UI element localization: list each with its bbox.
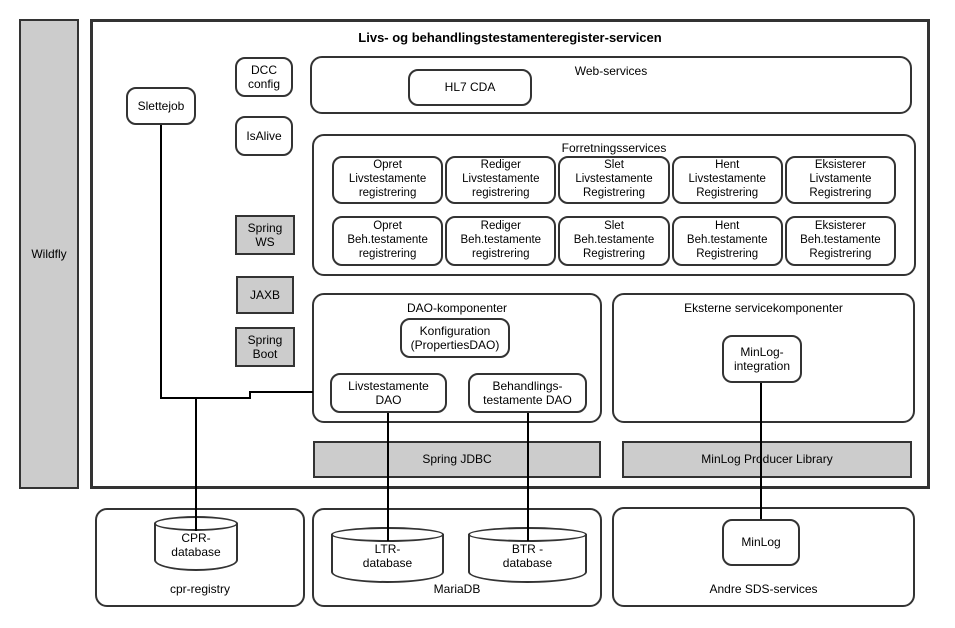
connector-to-cpr-database: [195, 397, 197, 531]
wildfly-container: Wildfly: [19, 19, 79, 489]
isalive-label: IsAlive: [246, 128, 282, 143]
wildfly-label: Wildfly: [31, 246, 67, 261]
diagram-title: Livs- og behandlingstestamenteregister-s…: [358, 30, 662, 45]
cpr-registry-container: cpr-registry CPR- database: [95, 508, 305, 607]
slettejob-box: Slettejob: [126, 87, 196, 125]
web-services-label: Web-services: [574, 64, 648, 78]
spring-ws-label: Spring WS: [247, 220, 283, 249]
slet-behtestamente-box: Slet Beh.testamente Registrering: [558, 216, 670, 266]
spring-jdbc-label: Spring JDBC: [422, 452, 492, 467]
forretningsservices-row2: Opret Beh.testamente registrering Redige…: [332, 216, 897, 266]
forretningsservices-container: Forretningsservices Opret Livstestamente…: [312, 134, 916, 276]
spring-ws-box: Spring WS: [235, 215, 295, 255]
dcc-config-label: DCC config: [247, 62, 281, 91]
minlog-producer-library-bar: MinLog Producer Library: [622, 441, 912, 478]
connector-minlogintegration-to-minlog: [760, 383, 762, 519]
mariadb-container: MariaDB LTR- database BTR - database: [312, 508, 602, 607]
behandlingstestamente-dao-label: Behandlings- testamente DAO: [483, 378, 572, 407]
minlog-label: MinLog: [741, 535, 781, 550]
jaxb-label: JAXB: [249, 287, 280, 302]
hl7-cda-box: HL7 CDA: [408, 69, 532, 106]
rediger-behtestamente-box: Rediger Beh.testamente registrering: [445, 216, 557, 266]
cpr-registry-label: cpr-registry: [169, 582, 230, 596]
btr-database-label: BTR - database: [502, 542, 553, 571]
minlog-integration-box: MinLog- integration: [722, 335, 802, 383]
konfiguration-label: Konfiguration (PropertiesDAO): [410, 323, 500, 352]
connector-slettejob-horizontal: [160, 397, 251, 399]
eksterne-servicekomponenter-label: Eksterne servicekomponenter: [684, 301, 843, 315]
isalive-box: IsAlive: [235, 116, 293, 156]
livstestamente-dao-box: Livstestamente DAO: [330, 373, 447, 413]
minlog-box: MinLog: [722, 519, 800, 566]
cpr-database-label: CPR- database: [171, 531, 221, 560]
slettejob-label: Slettejob: [137, 98, 185, 113]
eksisterer-livstamente-box: Eksisterer Livstamente Registrering: [784, 156, 897, 204]
cpr-database-cylinder: CPR- database: [154, 516, 238, 571]
livstestamente-dao-label: Livstestamente DAO: [348, 378, 429, 407]
opret-livstestamente-box: Opret Livstestamente registrering: [332, 156, 444, 204]
cpr-database-cylinder-body: [154, 523, 238, 571]
minlog-integration-label: MinLog- integration: [733, 344, 791, 373]
hent-behtestamente-box: Hent Beh.testamente Registrering: [671, 216, 783, 266]
spring-jdbc-bar: Spring JDBC: [313, 441, 601, 478]
forretningsservices-label: Forretningsservices: [561, 141, 667, 155]
ltr-database-cylinder-body: [331, 534, 444, 583]
hl7-cda-label: HL7 CDA: [444, 80, 496, 95]
web-services-container: Web-services HL7 CDA: [310, 56, 912, 114]
eksisterer-behtestamente-box: Eksisterer Beh.testamente Registrering: [784, 216, 897, 266]
btr-database-cylinder-body: [468, 534, 587, 583]
spring-boot-label: Spring Boot: [247, 332, 283, 361]
spring-boot-box: Spring Boot: [235, 327, 295, 367]
konfiguration-box: Konfiguration (PropertiesDAO): [400, 318, 510, 358]
opret-behtestamente-box: Opret Beh.testamente registrering: [332, 216, 444, 266]
connector-ltrdao-to-ltrdb: [387, 413, 389, 541]
slet-livstestamente-box: Slet Livstestamente Registrering: [558, 156, 670, 204]
mariadb-label: MariaDB: [433, 582, 481, 596]
andre-sds-services-label: Andre SDS-services: [709, 582, 818, 596]
rediger-livstestamente-box: Rediger Livstestamente registrering: [445, 156, 557, 204]
main-service-box: Livs- og behandlingstestamenteregister-s…: [90, 19, 930, 489]
connector-step-vertical: [249, 391, 251, 399]
eksterne-servicekomponenter-container: Eksterne servicekomponenter MinLog- inte…: [612, 293, 915, 423]
jaxb-box: JAXB: [236, 276, 294, 314]
dao-komponenter-label: DAO-komponenter: [406, 301, 508, 315]
behandlingstestamente-dao-box: Behandlings- testamente DAO: [468, 373, 587, 413]
connector-slettejob-down: [160, 125, 162, 399]
ltr-database-label: LTR- database: [362, 542, 413, 571]
hent-livstestamente-box: Hent Livstestamente Registrering: [671, 156, 783, 204]
connector-to-dao-horizontal: [249, 391, 313, 393]
dcc-config-box: DCC config: [235, 57, 293, 97]
forretningsservices-row1: Opret Livstestamente registrering Redige…: [332, 156, 897, 204]
minlog-producer-library-label: MinLog Producer Library: [701, 452, 833, 467]
connector-btrdao-to-btrdb: [527, 413, 529, 541]
dao-komponenter-container: DAO-komponenter Konfiguration (Propertie…: [312, 293, 602, 423]
andre-sds-services-container: Andre SDS-services MinLog: [612, 507, 915, 607]
